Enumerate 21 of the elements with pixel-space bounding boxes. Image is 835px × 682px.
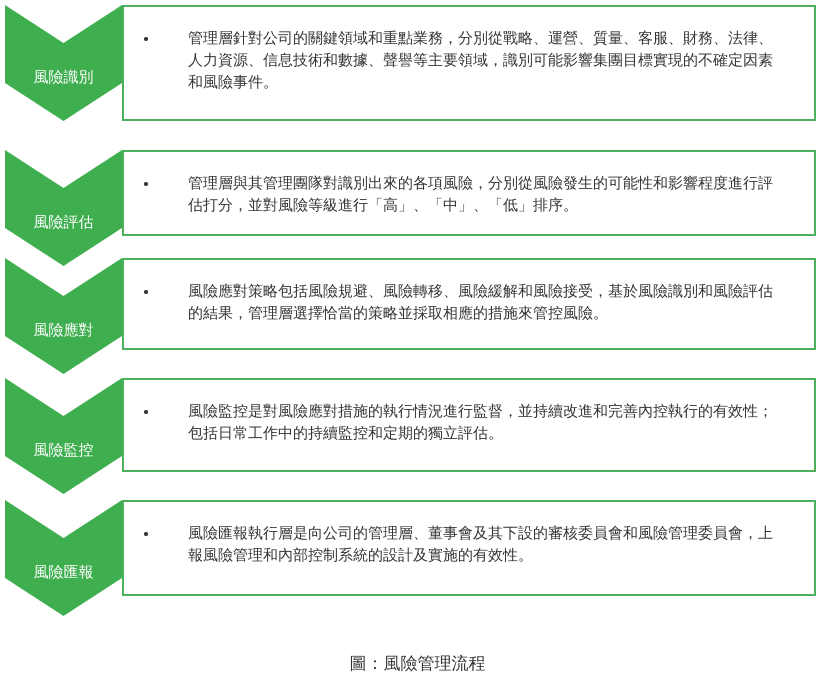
chevron-step xyxy=(5,500,122,616)
description-text: 風險監控是對風險應對措施的執行情況進行監督，並持續改進和完善內控執行的有效性；包括日常工作中的持續監控和定期的獨立評估。 xyxy=(188,401,774,444)
description-box xyxy=(122,258,816,350)
chevron-step xyxy=(5,150,122,266)
figure-caption: 圖：風險管理流程 xyxy=(348,653,486,675)
description-text: 管理層與其管理團隊對識別出來的各項風險，分別從風險發生的可能性和影響程度進行評估打分，並對風險等級進行「高」、「中」、「低」排序。 xyxy=(188,173,774,216)
chevron-step xyxy=(5,378,122,494)
chevron-step xyxy=(5,258,122,374)
description-box xyxy=(122,500,816,596)
description-text: 風險匯報執行層是向公司的管理層、董事會及其下設的審核委員會和風險管理委員會，上報風險管理和內部控制系統的設計及實施的有效性。 xyxy=(188,523,774,566)
step-label: 風險評估 xyxy=(32,212,94,232)
chevron-step xyxy=(5,5,122,121)
step-label: 風險應對 xyxy=(32,320,94,340)
description-box xyxy=(122,378,816,472)
step-label: 風險監控 xyxy=(32,440,94,460)
step-label: 風險匯報 xyxy=(32,562,94,582)
description-text: 管理層針對公司的關鍵領域和重點業務，分別從戰略、運營、質量、客服、財務、法律、人力資源、信息技術和數據、聲譽等主要領域，識別可能影響集團目標實現的不確定因素和風險事件。 xyxy=(188,28,774,93)
description-box xyxy=(122,150,816,236)
description-text: 風險應對策略包括風險規避、風險轉移、風險緩解和風險接受，基於風險識別和風險評估的結果，管理層選擇恰當的策略並採取相應的措施來管控風險。 xyxy=(188,281,774,324)
step-label: 風險識別 xyxy=(32,67,94,87)
description-box xyxy=(122,5,816,121)
